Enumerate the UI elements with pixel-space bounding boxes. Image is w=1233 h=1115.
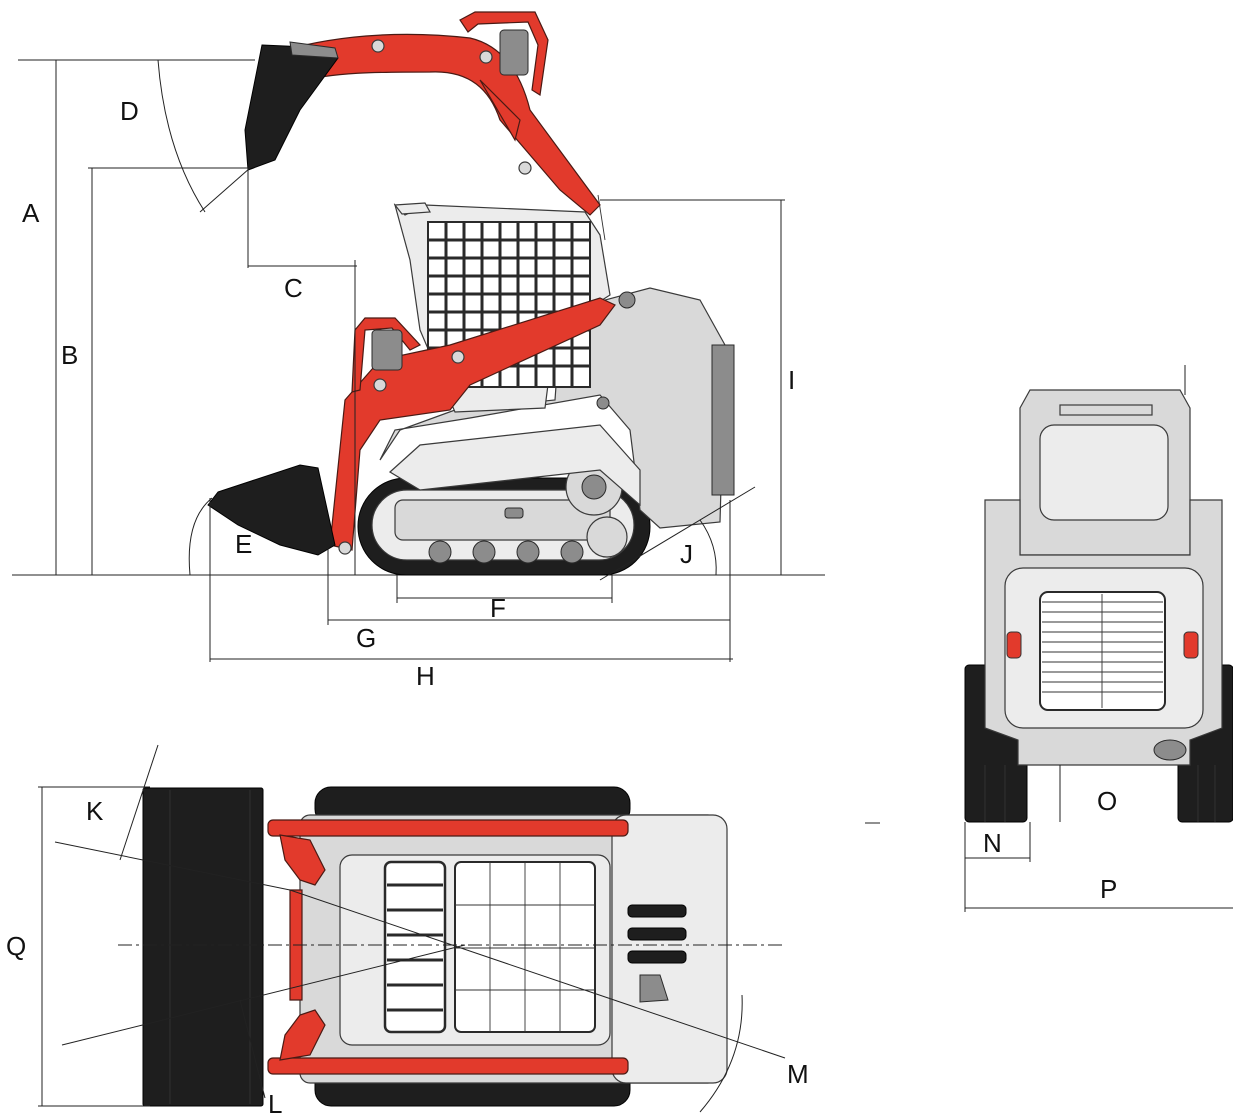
raised-lift-arm <box>267 11 601 216</box>
label-N: N <box>983 828 1002 858</box>
label-P: P <box>1100 874 1117 904</box>
label-C: C <box>284 273 303 303</box>
label-I: I <box>788 365 795 395</box>
front-grille <box>1039 591 1166 711</box>
lowered-lift-arm <box>329 297 616 551</box>
label-G: G <box>356 623 376 653</box>
label-M: M <box>787 1059 809 1089</box>
top-lower-arm <box>267 1057 629 1075</box>
top-view: K L M Q <box>6 744 809 1115</box>
label-F: F <box>490 593 506 623</box>
front-view: N O P <box>865 365 1233 912</box>
label-O: O <box>1097 786 1117 816</box>
label-K: K <box>86 796 104 826</box>
top-upper-arm <box>267 819 629 837</box>
engine-vents <box>627 904 687 1003</box>
right-tail-light <box>1183 631 1199 659</box>
raised-bucket <box>244 41 339 171</box>
side-view: A B C D E F G H I J <box>12 11 825 691</box>
label-D: D <box>120 96 139 126</box>
top-cab <box>339 854 611 1046</box>
label-B: B <box>61 340 78 370</box>
label-H: H <box>416 661 435 691</box>
left-tail-light <box>1006 631 1022 659</box>
label-J: J <box>680 539 693 569</box>
side-track <box>357 458 651 576</box>
label-L: L <box>268 1089 282 1115</box>
side-dimension-lines <box>18 59 785 662</box>
label-E: E <box>235 529 252 559</box>
top-dimension-lines <box>38 744 786 1113</box>
label-Q: Q <box>6 931 26 961</box>
side-body <box>379 287 735 529</box>
front-dimension-lines <box>865 365 1233 912</box>
top-bucket <box>142 787 264 1107</box>
label-A: A <box>22 198 40 228</box>
lowered-bucket <box>207 464 352 556</box>
